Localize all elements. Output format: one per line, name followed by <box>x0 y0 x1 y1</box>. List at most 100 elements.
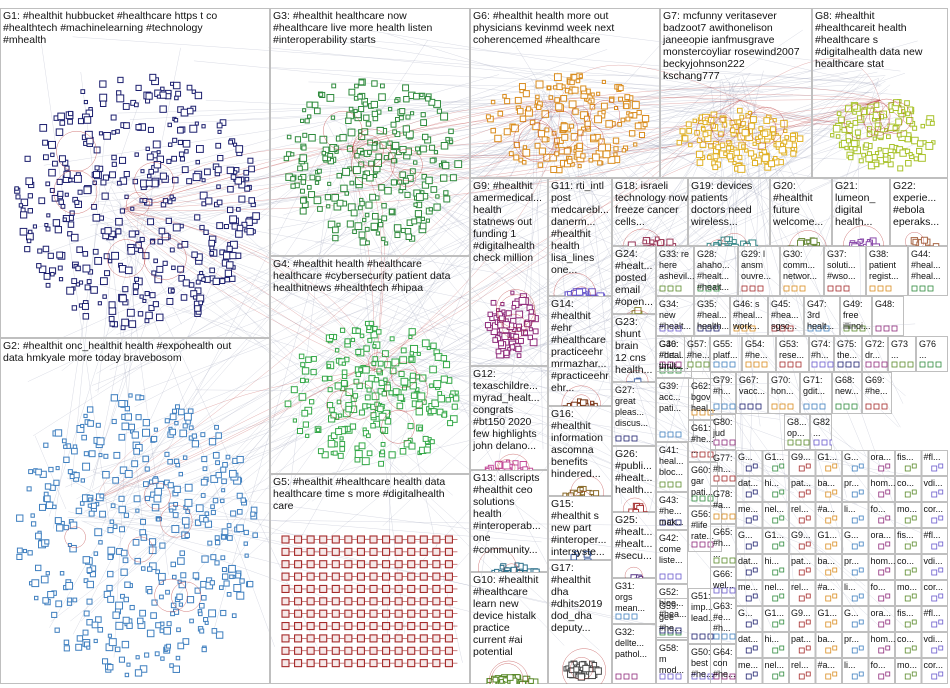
group-label-line: #interoper... <box>551 534 606 546</box>
node <box>166 298 174 305</box>
node <box>634 579 637 582</box>
node <box>938 671 944 677</box>
node <box>31 579 40 588</box>
node <box>589 104 596 110</box>
node <box>117 76 124 84</box>
node <box>647 249 653 255</box>
group-label: G9... <box>791 452 811 462</box>
node <box>497 340 505 347</box>
group-label: G40:#drt...thrill... <box>659 339 683 371</box>
node <box>345 405 352 413</box>
self-loop <box>498 459 516 470</box>
node <box>594 409 597 412</box>
group-label: fo... <box>871 504 886 514</box>
group-g28: G28:ahaho...#healt...#healt... <box>694 246 738 296</box>
group-label: G50:best#he... <box>691 647 714 679</box>
group-border <box>868 528 895 554</box>
node <box>764 163 772 171</box>
node <box>199 191 208 200</box>
node <box>590 587 593 590</box>
tiny-group: li... <box>842 580 869 606</box>
group-label-line: lead... <box>691 613 716 623</box>
node <box>384 384 391 392</box>
node <box>352 166 361 175</box>
node <box>182 638 190 645</box>
group-g2: G2: #healthit onc_healthit health #expoh… <box>0 338 270 684</box>
group-label-line: lisa_lines <box>551 252 594 264</box>
node <box>102 470 110 479</box>
edge <box>721 79 788 302</box>
node <box>856 253 862 259</box>
node <box>450 415 458 423</box>
edge <box>212 132 355 635</box>
node <box>169 413 177 421</box>
node <box>878 569 885 576</box>
group-label: G1... <box>765 530 785 540</box>
tiny-group: cor... <box>921 502 948 528</box>
node <box>124 194 129 199</box>
node <box>722 250 728 256</box>
node <box>195 504 204 513</box>
edge <box>734 40 918 93</box>
node <box>745 491 752 498</box>
node <box>24 155 31 162</box>
self-loop <box>351 142 395 186</box>
group-label: G82... <box>813 417 830 438</box>
node <box>741 129 749 137</box>
node <box>248 165 255 173</box>
node <box>158 572 166 581</box>
self-loop <box>747 106 785 144</box>
tiny-group: dat... <box>736 554 763 580</box>
node <box>851 517 858 524</box>
edge <box>367 179 672 558</box>
node <box>590 583 595 588</box>
node <box>578 661 586 668</box>
edge-curve <box>119 99 561 211</box>
node <box>16 553 23 560</box>
group-label-line: #healthit <box>551 310 591 322</box>
node <box>570 133 579 141</box>
group-label-line: G46: s <box>733 299 760 309</box>
node <box>54 226 62 234</box>
node <box>403 95 410 103</box>
node <box>706 242 712 246</box>
group-border <box>789 450 816 476</box>
node <box>430 186 438 193</box>
node <box>575 78 581 84</box>
node <box>308 399 315 405</box>
group-label: G1... <box>765 452 785 462</box>
group-label: vdi... <box>924 556 943 566</box>
node <box>214 560 220 566</box>
group-label-line: congrats <box>473 404 513 416</box>
group-border <box>736 580 763 606</box>
node <box>490 127 496 134</box>
node <box>721 361 728 368</box>
tiny-group: #a... <box>815 502 842 528</box>
node <box>344 621 353 631</box>
group-label: pr... <box>844 478 859 488</box>
node <box>118 656 125 663</box>
group-g68: G68:new... <box>832 372 862 414</box>
node <box>109 171 116 179</box>
node <box>873 161 880 168</box>
tiny-group: #a... <box>815 580 842 606</box>
node <box>494 568 500 572</box>
node <box>555 103 563 111</box>
group-label-line: G56: <box>691 509 711 519</box>
node <box>216 199 223 206</box>
node <box>134 276 140 282</box>
node <box>918 154 926 162</box>
group-label: hi... <box>765 634 780 644</box>
node <box>83 451 89 457</box>
node <box>331 621 340 631</box>
node <box>362 366 370 374</box>
node <box>582 503 586 507</box>
node <box>675 481 682 488</box>
node <box>675 573 682 580</box>
group-g76: G76... <box>916 336 948 372</box>
group-border <box>270 256 470 474</box>
group-label-line: G78: <box>713 489 733 499</box>
node <box>369 621 378 631</box>
node <box>407 646 416 655</box>
